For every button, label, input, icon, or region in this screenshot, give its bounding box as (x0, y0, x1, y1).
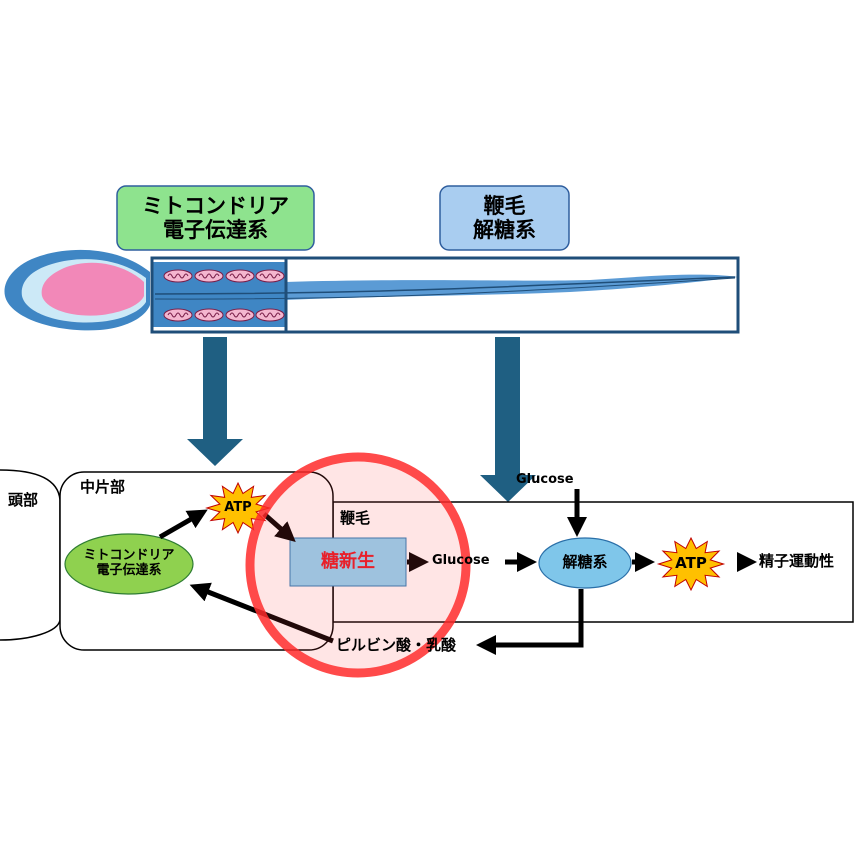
atp-mid-starburst (205, 481, 272, 535)
atp-flag-label: ATP (675, 554, 707, 573)
flagellum-top-line2: 解糖系 (473, 218, 536, 242)
glycolysis-ellipse (538, 537, 632, 589)
mitochondrion-cristae-5 (167, 312, 189, 318)
mito-top-line1: ミトコンドリア (142, 193, 289, 218)
highlight-ring (245, 452, 471, 678)
mitochondrion-cristae-4 (259, 273, 281, 279)
sperm-nucleus (41, 262, 144, 316)
mitochondrion-cristae-6 (198, 312, 220, 318)
mitochondrion-cristae-2 (198, 273, 220, 279)
midpiece-region-label: 中片部 (80, 478, 126, 497)
pyruvate-lactate-label: ピルビン酸・乳酸 (336, 636, 457, 655)
mitochondrion-cristae-1 (167, 273, 189, 279)
glucose-top-label: Glucose (516, 471, 574, 487)
head-region-label: 頭部 (8, 491, 39, 510)
motility-label: 精子運動性 (759, 552, 835, 571)
atp-mid-label: ATP (224, 499, 252, 515)
arrow-glycolysis-to-pyruvate (476, 589, 584, 655)
sperm-axoneme-line-2 (154, 277, 736, 300)
mito-top-label-box (116, 185, 315, 251)
mito-etc-ellipse (64, 533, 194, 595)
glucose-mid-label: Glucose (432, 552, 490, 568)
gluconeo-box (289, 537, 407, 587)
mito-top-label: ミトコンドリア 電子伝達系 (117, 186, 314, 250)
flagellum-top-label: 鞭毛 解糖系 (440, 186, 569, 250)
flagellum-top-line1: 鞭毛 (483, 193, 526, 218)
mitochondrion-6 (194, 308, 224, 322)
sperm-illustration (4, 249, 740, 334)
mitochondrion-1 (163, 269, 193, 283)
flagellum-region-label: 鞭毛 (340, 509, 371, 528)
mitochondria-row (163, 269, 285, 322)
mitochondrion-8 (255, 308, 285, 322)
gluconeo-label: 糖新生 (321, 550, 375, 572)
mito-etc-line2: 電子伝達系 (96, 563, 162, 578)
mitochondrion-7 (225, 308, 255, 322)
mitochondrion-cristae-8 (259, 312, 281, 318)
flagellum-down-arrow (480, 337, 536, 502)
midpiece-down-arrow (187, 337, 243, 466)
sperm-tail (285, 274, 738, 300)
arrow-mito-to-atp (158, 509, 208, 540)
arrow-atp-to-gluconeo (262, 512, 296, 542)
mito-etc-line1: ミトコンドリア (83, 548, 175, 564)
mitochondrion-4 (255, 269, 285, 283)
flagellum-outline-box (284, 256, 740, 334)
mitochondrion-cristae-7 (229, 312, 251, 318)
flagellum-top-label-box (439, 185, 570, 251)
mitochondrion-3 (225, 269, 255, 283)
mito-top-line2: 電子伝達系 (163, 218, 268, 242)
mito-etc-label: ミトコンドリア 電子伝達系 (65, 540, 193, 588)
mitochondrion-5 (163, 308, 193, 322)
atp-flag-starburst (656, 536, 726, 592)
sperm-axoneme-line (154, 276, 736, 295)
glycolysis-label: 解糖系 (562, 553, 608, 572)
mitochondrion-cristae-3 (229, 273, 251, 279)
mitochondrion-2 (194, 269, 224, 283)
